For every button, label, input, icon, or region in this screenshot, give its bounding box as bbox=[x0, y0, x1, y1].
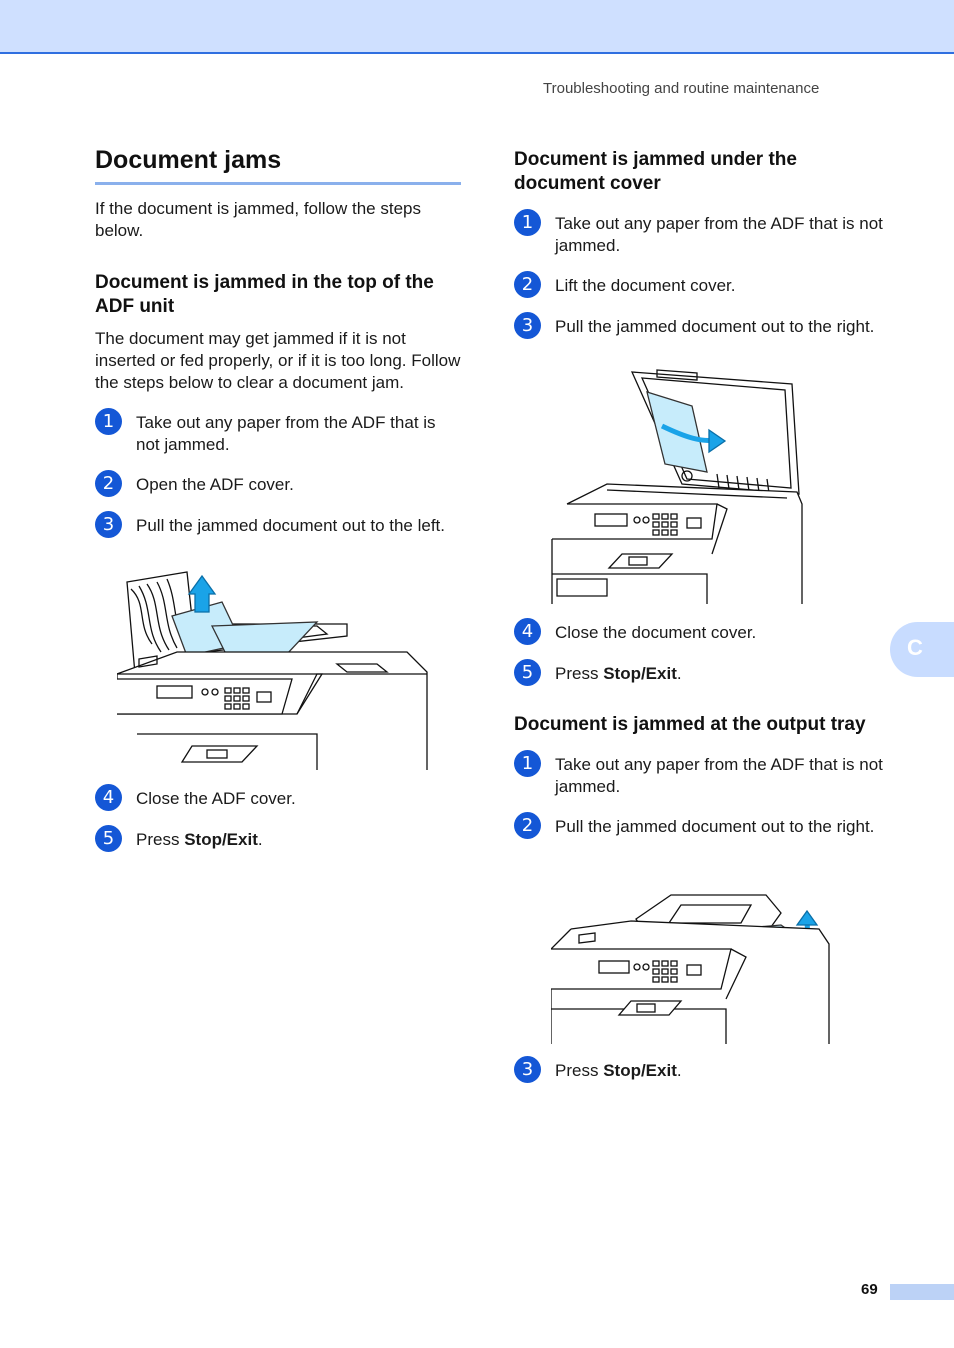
step-number: 2 bbox=[95, 470, 122, 497]
adf-jam-illustration bbox=[117, 571, 428, 770]
step-text: Press Stop/Exit. bbox=[555, 659, 682, 685]
step-number: 1 bbox=[95, 408, 122, 435]
step-text: Take out any paper from the ADF that is … bbox=[136, 413, 436, 454]
stop-exit-key: Stop/Exit bbox=[603, 1061, 677, 1080]
step-text-prefix: Press bbox=[555, 664, 604, 683]
step-text: Pull the jammed document out to the righ… bbox=[555, 817, 875, 836]
step-number: 4 bbox=[514, 618, 541, 645]
step-item: 2 Open the ADF cover. bbox=[95, 470, 461, 497]
step-item: 5 Press Stop/Exit. bbox=[95, 825, 461, 852]
step-text-suffix: . bbox=[676, 1061, 682, 1080]
step-number: 4 bbox=[95, 784, 122, 811]
step-text: Close the document cover. bbox=[555, 623, 757, 642]
running-head: Troubleshooting and routine maintenance bbox=[543, 80, 820, 97]
step-item: 3 Press Stop/Exit. bbox=[514, 1056, 884, 1083]
step-number: 3 bbox=[95, 511, 122, 538]
step-item: 3 Pull the jammed document out to the le… bbox=[95, 511, 461, 538]
step-item: 1 Take out any paper from the ADF that i… bbox=[95, 408, 461, 456]
output-tray-jam-illustration bbox=[551, 894, 830, 1044]
step-number: 1 bbox=[514, 750, 541, 777]
section2-heading: Document is jammed under the document co… bbox=[514, 149, 797, 194]
chapter-tab: C bbox=[890, 622, 954, 677]
page-number: 69 bbox=[861, 1281, 878, 1298]
section3-heading: Document is jammed at the output tray bbox=[514, 714, 866, 735]
title-rule bbox=[95, 182, 461, 185]
document-cover-jam-illustration bbox=[551, 369, 803, 604]
stop-exit-key: Stop/Exit bbox=[184, 830, 258, 849]
step-text: Lift the document cover. bbox=[555, 276, 736, 295]
step-item: 1 Take out any paper from the ADF that i… bbox=[514, 209, 884, 257]
step-text: Close the ADF cover. bbox=[136, 789, 296, 808]
step-text: Take out any paper from the ADF that is … bbox=[555, 214, 883, 255]
step-item: 4 Close the ADF cover. bbox=[95, 784, 461, 811]
section1-heading: Document is jammed in the top of the ADF… bbox=[95, 272, 434, 317]
step-text: Open the ADF cover. bbox=[136, 475, 294, 494]
step-number: 5 bbox=[514, 659, 541, 686]
step-item: 1 Take out any paper from the ADF that i… bbox=[514, 750, 884, 798]
step-text: Press Stop/Exit. bbox=[136, 825, 263, 851]
right-column: Document is jammed under the document co… bbox=[514, 148, 884, 1083]
step-number: 2 bbox=[514, 271, 541, 298]
step-text: Take out any paper from the ADF that is … bbox=[555, 755, 883, 796]
step-item: 3 Pull the jammed document out to the ri… bbox=[514, 312, 884, 339]
step-item: 4 Close the document cover. bbox=[514, 618, 884, 645]
stop-exit-key: Stop/Exit bbox=[603, 664, 677, 683]
footer-band bbox=[890, 1284, 954, 1300]
step-text-prefix: Press bbox=[555, 1061, 604, 1080]
step-item: 2 Lift the document cover. bbox=[514, 271, 884, 298]
step-text-suffix: . bbox=[257, 830, 263, 849]
step-item: 2 Pull the jammed document out to the ri… bbox=[514, 812, 884, 839]
intro-text: If the document is jammed, follow the st… bbox=[95, 199, 421, 240]
step-text: Pull the jammed document out to the righ… bbox=[555, 317, 875, 336]
step-number: 3 bbox=[514, 1056, 541, 1083]
step-text: Press Stop/Exit. bbox=[555, 1056, 682, 1082]
step-number: 3 bbox=[514, 312, 541, 339]
left-column: Document jams If the document is jammed,… bbox=[95, 145, 461, 852]
step-text-prefix: Press bbox=[136, 830, 185, 849]
step-item: 5 Press Stop/Exit. bbox=[514, 659, 884, 686]
chapter-tab-letter: C bbox=[907, 635, 923, 660]
step-text-suffix: . bbox=[676, 664, 682, 683]
step-number: 1 bbox=[514, 209, 541, 236]
step-text: Pull the jammed document out to the left… bbox=[136, 516, 446, 535]
step-number: 5 bbox=[95, 825, 122, 852]
section1-body: The document may get jammed if it is not… bbox=[95, 329, 461, 392]
step-number: 2 bbox=[514, 812, 541, 839]
page-title: Document jams bbox=[95, 146, 282, 174]
header-band bbox=[0, 0, 954, 54]
